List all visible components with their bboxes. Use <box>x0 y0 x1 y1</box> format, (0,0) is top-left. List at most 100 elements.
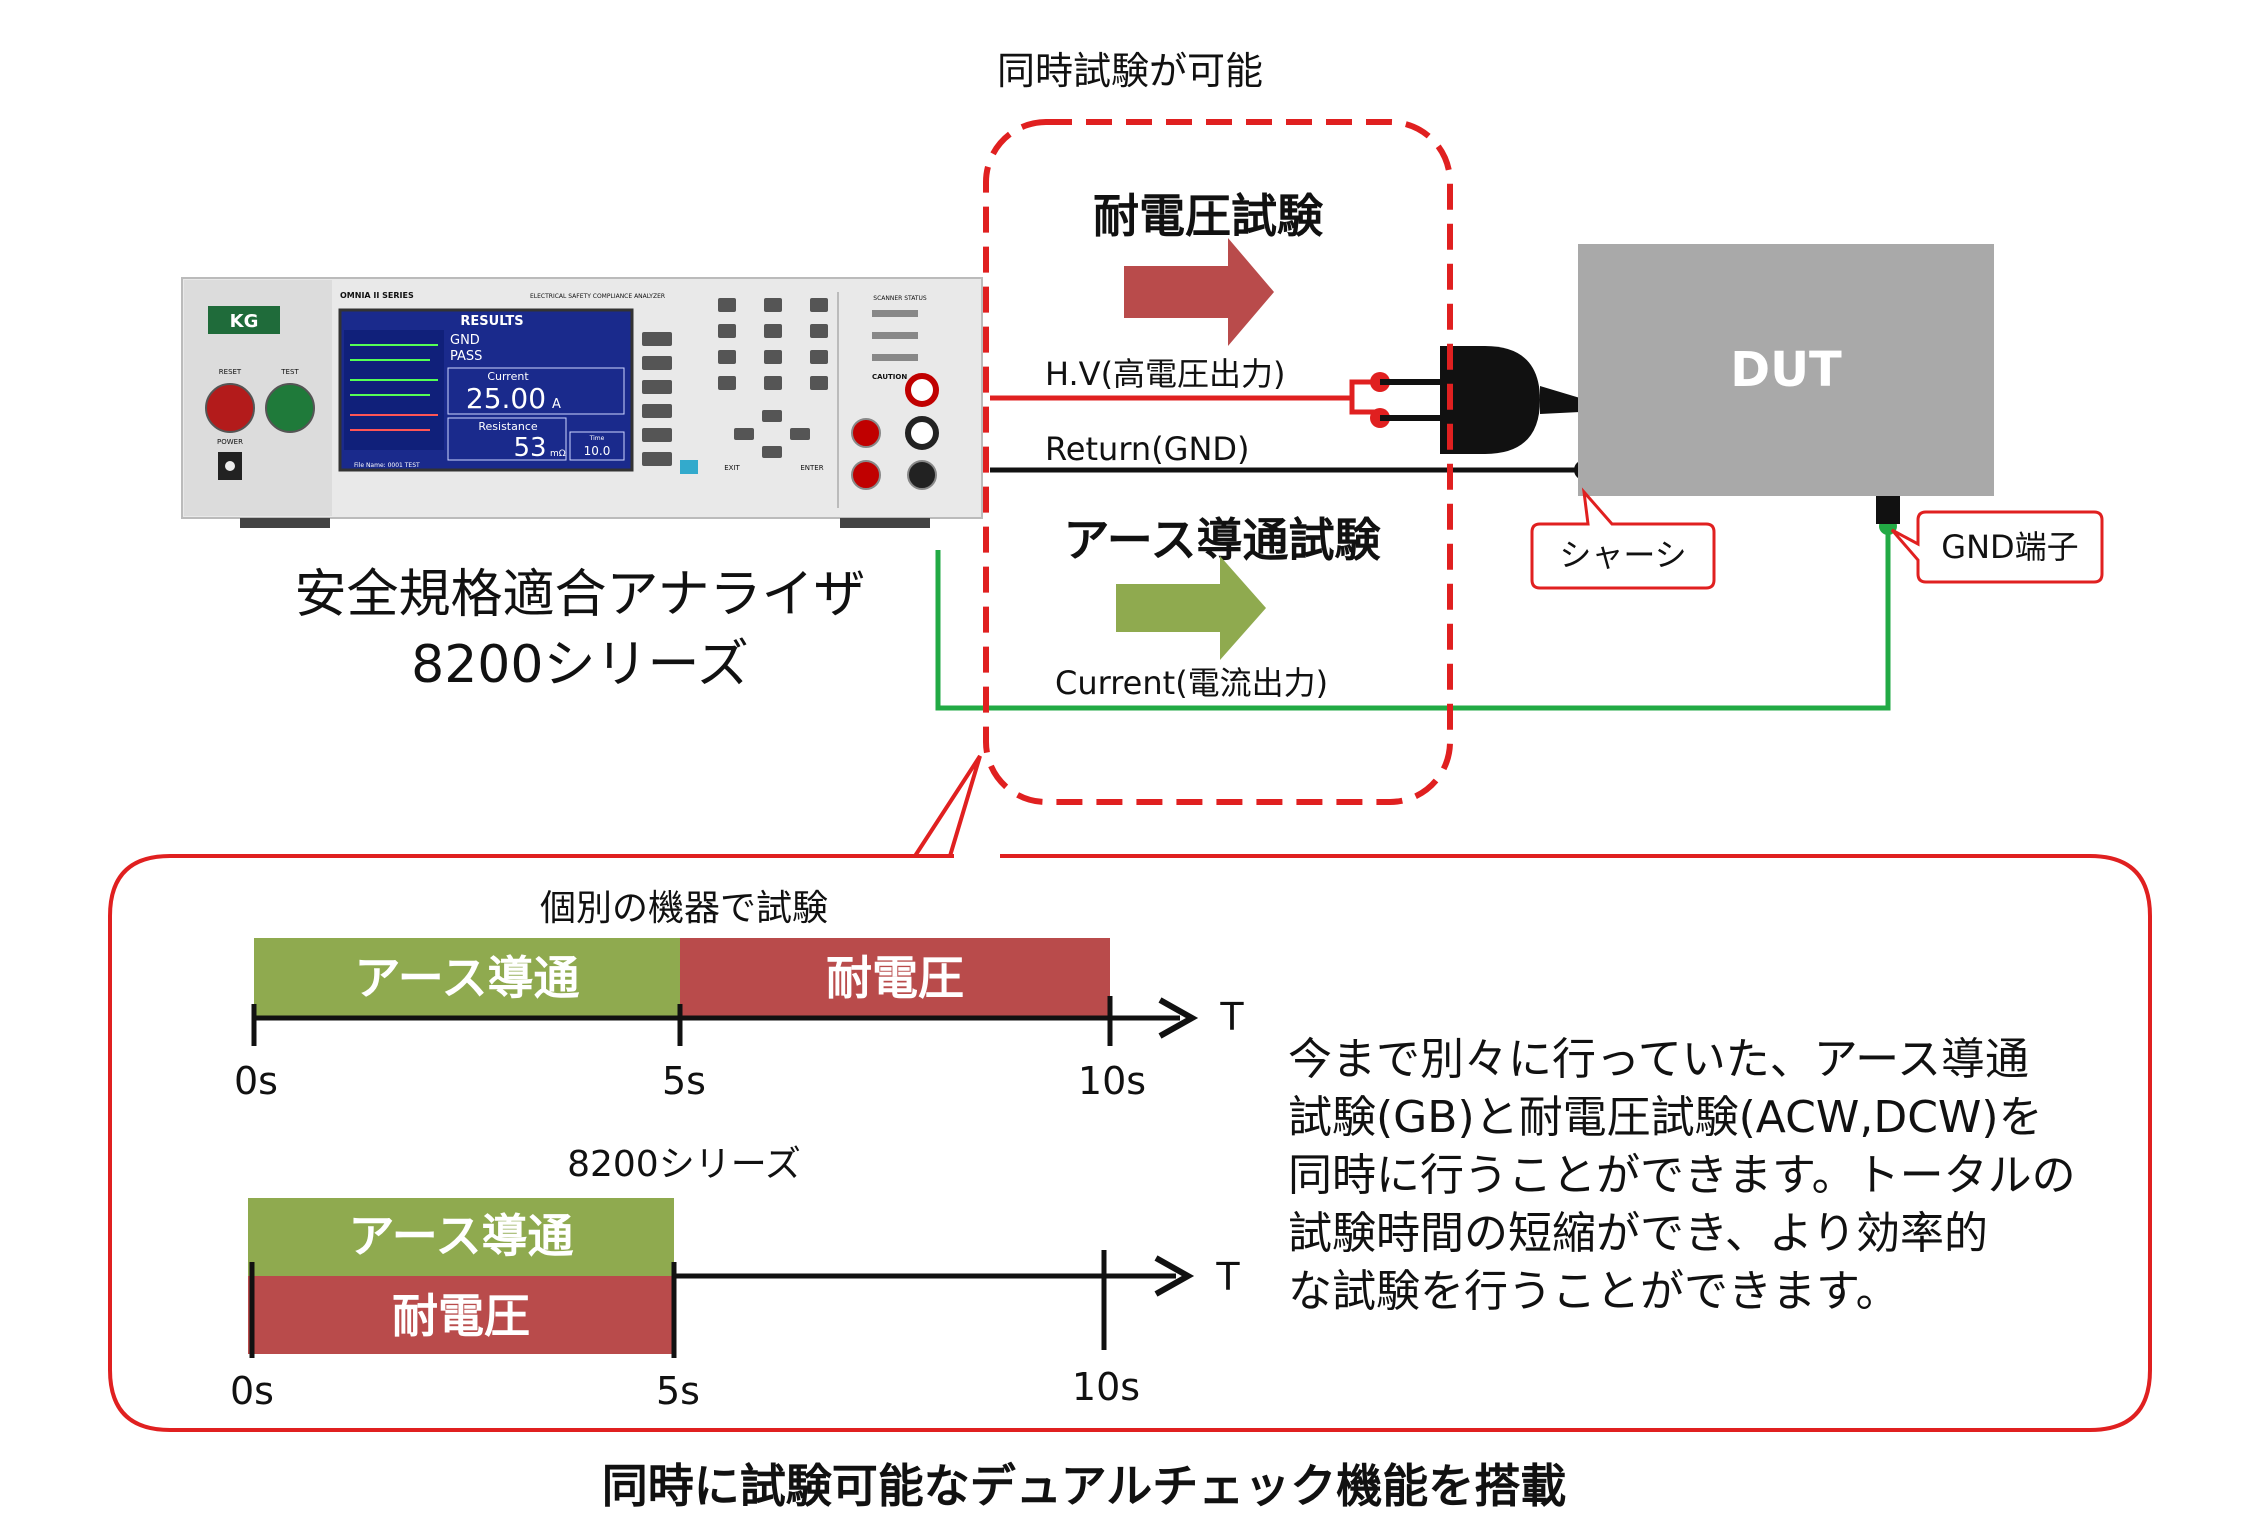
series-ground-label: アース導通 <box>349 1209 574 1263</box>
current-wire <box>935 526 1891 711</box>
device-foot <box>240 518 330 528</box>
series-withstand-label: 耐電圧 <box>392 1289 530 1343</box>
keypad: EXIT ENTER <box>718 298 828 472</box>
mem-key[interactable] <box>680 460 698 474</box>
analyzer-device: KG RESET TEST POWER OMNIA II SERIES ELEC… <box>181 277 983 528</box>
sense-terminal <box>851 418 881 448</box>
soft-key[interactable] <box>642 428 672 442</box>
keypad-key[interactable] <box>764 298 782 312</box>
simultaneous-test-label: 同時試験が可能 <box>997 49 1263 93</box>
individual-timeline: アース導通 耐電圧 T 0s 5s 10s <box>234 938 1244 1103</box>
series-label: OMNIA II SERIES <box>340 291 414 300</box>
test-label: TEST <box>280 368 299 376</box>
description-line-2: 試験(GB)と耐電圧試験(ACW,DCW)を <box>1288 1092 2043 1143</box>
callout-pointer <box>913 754 982 858</box>
keypad-key[interactable] <box>810 324 828 338</box>
keypad-key[interactable] <box>718 324 736 338</box>
kg-logo <box>208 306 280 334</box>
sense-return-terminal <box>905 416 939 450</box>
model-label: ELECTRICAL SAFETY COMPLIANCE ANALYZER <box>530 293 665 300</box>
soft-key[interactable] <box>642 356 672 370</box>
keypad-key[interactable] <box>718 298 736 312</box>
series-ground-bar <box>248 1198 674 1276</box>
current-terminal <box>851 460 881 490</box>
current-box <box>447 367 625 415</box>
scanner-led <box>872 310 918 317</box>
dut-box <box>1578 244 1994 496</box>
soft-key[interactable] <box>642 404 672 418</box>
screen-mode: GND <box>450 333 480 348</box>
time-box <box>569 431 625 461</box>
file-name: File Name: 0001 TEST <box>354 462 420 469</box>
description-line-1: 今まで別々に行っていた、アース導通 <box>1288 1034 2029 1085</box>
current-label: Current <box>487 370 529 383</box>
series-withstand-bar <box>248 1276 674 1354</box>
individual-tick-label-0: 0s <box>234 1059 278 1103</box>
individual-withstand-bar <box>680 938 1110 1018</box>
arrow-left-key[interactable] <box>734 428 754 440</box>
resistance-unit: mΩ <box>550 449 566 459</box>
gnd-terminal <box>1876 496 1900 524</box>
soft-key[interactable] <box>642 332 672 346</box>
power-switch-indicator <box>225 461 235 471</box>
timeline-callout <box>108 854 2152 1432</box>
description: 今まで別々に行っていた、アース導通 試験(GB)と耐電圧試験(ACW,DCW)を… <box>1288 1034 2076 1317</box>
chassis-callout <box>1530 487 1716 590</box>
series-tick-label-5: 5s <box>656 1369 700 1413</box>
individual-axis-arrow <box>1158 997 1199 1039</box>
individual-tick-label-10: 10s <box>1078 1059 1146 1103</box>
return-line-label: Return(GND) <box>1045 430 1250 468</box>
keypad-key[interactable] <box>718 350 736 364</box>
return-terminal <box>907 460 937 490</box>
description-line-3: 同時に行うことができます。トータルの <box>1288 1150 2076 1201</box>
description-line-4: 試験時間の短縮ができ、より効率的 <box>1288 1208 1988 1259</box>
caution-label: CAUTION <box>872 373 907 381</box>
individual-ground-bar <box>254 938 680 1018</box>
resistance-value: 53 <box>513 433 546 463</box>
individual-title: 個別の機器で試験 <box>540 888 828 929</box>
keypad-key[interactable] <box>764 324 782 338</box>
test-button[interactable] <box>265 383 315 433</box>
description-line-5: な試験を行うことができます。 <box>1288 1266 1900 1317</box>
power-label: POWER <box>217 438 243 446</box>
keypad-key[interactable] <box>764 350 782 364</box>
scanner-led <box>872 332 918 339</box>
soft-key[interactable] <box>642 380 672 394</box>
scanner-label: SCANNER STATUS <box>873 295 927 302</box>
keypad-key[interactable] <box>810 376 828 390</box>
soft-keys <box>642 332 698 474</box>
time-value: 10.0 <box>584 444 611 458</box>
keypad-key[interactable] <box>764 376 782 390</box>
screen-title-bar <box>342 312 630 328</box>
resistance-label: Resistance <box>478 420 538 433</box>
arrow-up-key[interactable] <box>762 410 782 422</box>
series-timeline: アース導通 耐電圧 T 0s 5s 10s <box>230 1198 1240 1413</box>
reset-button[interactable] <box>205 383 255 433</box>
footer-caption: 同時に試験可能なデュアルチェック機能を搭載 <box>602 1459 1567 1513</box>
ground-test-title: アース導通試験 <box>1064 513 1382 567</box>
series-axis-label: T <box>1215 1255 1240 1299</box>
series-tick-label-0: 0s <box>230 1369 274 1413</box>
current-line-label: Current(電流出力) <box>1055 664 1328 702</box>
series-title: 8200シリーズ <box>567 1144 801 1185</box>
arrow-down-key[interactable] <box>762 446 782 458</box>
series-tick-label-10: 10s <box>1072 1365 1140 1409</box>
keypad-key[interactable] <box>810 298 828 312</box>
keypad-key[interactable] <box>718 376 736 390</box>
keypad-key[interactable] <box>810 350 828 364</box>
simultaneous-test-box <box>983 119 1453 805</box>
device-caption-line2: 8200シリーズ <box>411 635 749 695</box>
enter-label: ENTER <box>800 464 823 472</box>
soft-key[interactable] <box>642 452 672 466</box>
plug-body <box>1440 346 1540 454</box>
screen-left-list <box>344 330 444 450</box>
resistance-box <box>447 417 567 461</box>
arrow-right-key[interactable] <box>790 428 810 440</box>
withstand-arrow <box>1124 238 1274 346</box>
individual-ground-label: アース導通 <box>355 951 580 1005</box>
device-caption-line1: 安全規格適合アナライザ <box>295 565 866 625</box>
time-label: Time <box>589 435 605 442</box>
chassis-label: シャーシ <box>1559 536 1686 574</box>
reset-label: RESET <box>219 368 242 376</box>
